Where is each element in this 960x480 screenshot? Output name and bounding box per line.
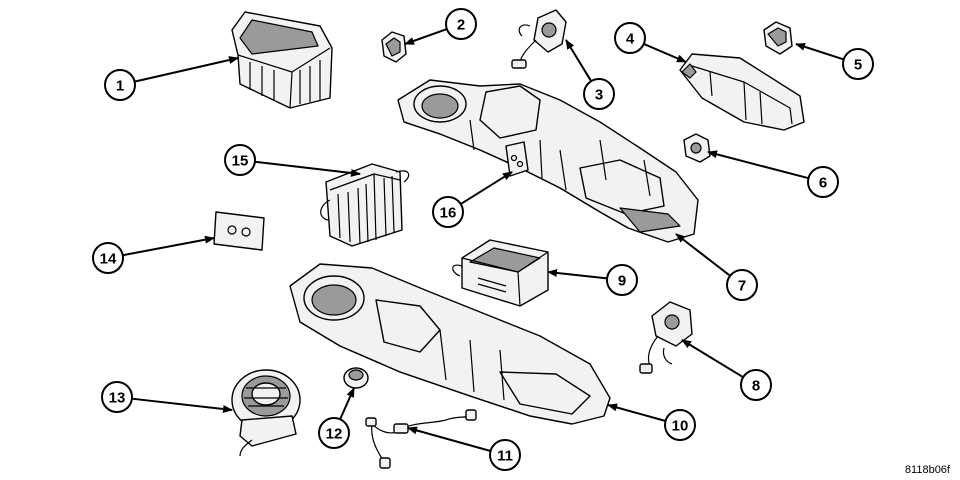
part-14-drawing — [213, 211, 265, 251]
part-5-drawing — [763, 21, 793, 55]
part-2-drawing — [381, 31, 407, 63]
callout-number: 2 — [457, 17, 465, 34]
callout-number: 6 — [819, 175, 827, 192]
part-16-drawing — [505, 141, 529, 177]
callout-number: 15 — [232, 153, 249, 170]
callout-7: 7 — [726, 269, 758, 301]
leader-arrow-12 — [339, 387, 355, 420]
callout-circle — [318, 417, 350, 449]
callout-8: 8 — [740, 369, 772, 401]
callout-circle — [614, 22, 646, 54]
callout-number: 16 — [440, 205, 457, 222]
callout-circle — [101, 381, 133, 413]
callout-circle — [842, 48, 874, 80]
part-8-drawing — [639, 301, 693, 374]
callout-circle — [489, 439, 521, 471]
callout-circle — [92, 242, 124, 274]
part-12-drawing — [343, 367, 369, 389]
callout-2: 2 — [445, 8, 477, 40]
leader-arrow-9 — [547, 268, 608, 280]
leader-arrow-14 — [122, 235, 215, 257]
callout-5: 5 — [842, 48, 874, 80]
callout-14: 14 — [92, 242, 124, 274]
callout-3: 3 — [583, 78, 615, 110]
leader-arrow-5 — [795, 42, 845, 61]
callout-4: 4 — [614, 22, 646, 54]
callout-number: 7 — [738, 278, 746, 295]
callout-circle — [583, 78, 615, 110]
callout-number: 4 — [626, 31, 635, 48]
leader-arrow-11 — [407, 426, 491, 452]
callout-15: 15 — [224, 144, 256, 176]
callout-number: 10 — [672, 418, 689, 435]
callout-number: 12 — [326, 426, 343, 443]
callout-11: 11 — [489, 439, 521, 471]
callout-number: 5 — [854, 57, 862, 74]
part-7-drawing — [397, 79, 699, 243]
leader-arrow-2 — [404, 28, 448, 45]
callout-circle — [807, 166, 839, 198]
leader-arrow-3 — [565, 39, 593, 82]
leader-arrow-15 — [254, 160, 361, 177]
part-15-drawing — [320, 163, 410, 247]
part-10-drawing — [289, 263, 611, 425]
callout-number: 13 — [109, 390, 126, 407]
callout-circle — [224, 144, 256, 176]
part-11-drawing — [365, 409, 477, 469]
callout-circle — [432, 196, 464, 228]
leader-arrow-1 — [134, 56, 239, 83]
part-1-drawing — [231, 11, 333, 109]
callout-circle — [606, 264, 638, 296]
callout-number: 8 — [752, 378, 760, 395]
callout-10: 10 — [664, 409, 696, 441]
callout-number: 3 — [595, 87, 603, 104]
part-3-drawing — [511, 9, 567, 69]
callout-9: 9 — [606, 264, 638, 296]
leader-arrow-4 — [643, 42, 687, 63]
callout-circle — [726, 269, 758, 301]
callout-circle — [104, 69, 136, 101]
figure-reference-code: 8118b06f — [904, 464, 950, 476]
callout-circle — [740, 369, 772, 401]
leader-arrow-10 — [607, 403, 666, 422]
part-13-drawing — [231, 369, 301, 457]
callout-1: 1 — [104, 69, 136, 101]
callout-12: 12 — [318, 417, 350, 449]
leader-arrow-13 — [131, 397, 233, 413]
callout-number: 11 — [497, 448, 513, 465]
callout-circle — [445, 8, 477, 40]
part-6-drawing — [683, 133, 711, 163]
callout-13: 13 — [101, 381, 133, 413]
callout-number: 14 — [100, 251, 117, 268]
callout-number: 1 — [116, 78, 124, 95]
leader-arrow-16 — [460, 171, 513, 205]
callout-circle — [664, 409, 696, 441]
callout-number: 9 — [618, 273, 626, 290]
part-4-drawing — [679, 53, 805, 131]
leader-arrow-7 — [675, 233, 731, 277]
leader-arrow-8 — [681, 339, 744, 379]
callout-6: 6 — [807, 166, 839, 198]
part-9-drawing — [452, 239, 549, 307]
callout-16: 16 — [432, 196, 464, 228]
leader-lines — [122, 28, 845, 452]
leader-arrow-6 — [707, 150, 809, 180]
